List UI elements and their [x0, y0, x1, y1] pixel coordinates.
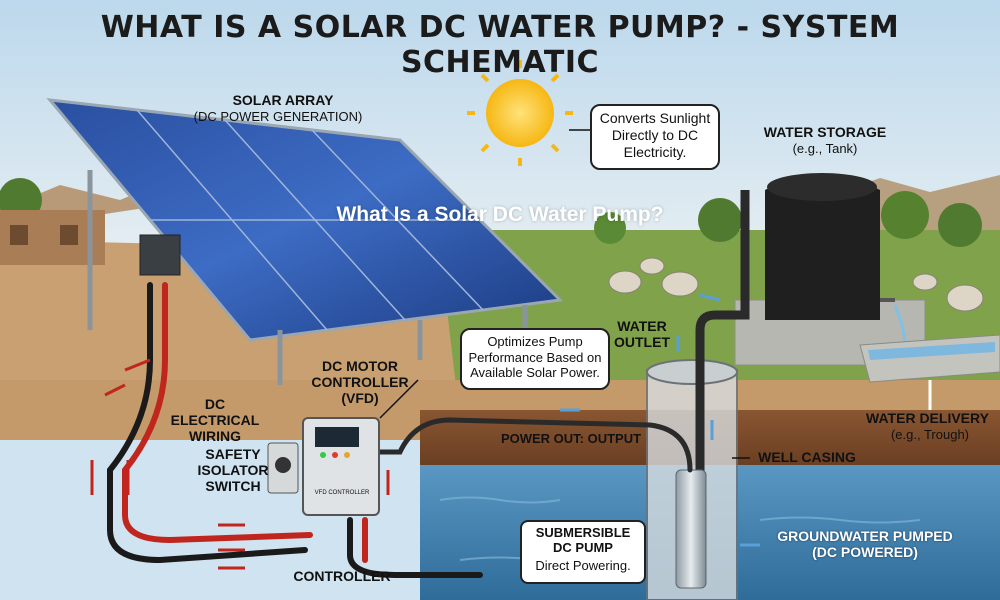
solar-array-label: SOLAR ARRAY: [232, 92, 334, 108]
controller-callout: Optimizes Pump Performance Based on Avai…: [460, 328, 610, 390]
dc-motor-controller-label: DC MOTOR CONTROLLER (VFD): [311, 358, 409, 407]
safety-switch: [267, 442, 299, 494]
safety-switch-label: SAFETY ISOLATOR SWITCH: [197, 446, 269, 495]
overlay-watermark-title: What Is a Solar DC Water Pump?: [336, 203, 664, 226]
sun: [467, 60, 573, 166]
controller-label: CONTROLLER: [293, 568, 391, 584]
solar-array: [46, 98, 564, 385]
solar-array-sublabel: (DC POWER GENERATION): [193, 109, 363, 124]
pump-callout-title: SUBMERSIBLE DC PUMP: [535, 525, 631, 555]
dc-wiring-label: DC ELECTRICAL WIRING: [170, 396, 260, 445]
water-storage-sublabel: (e.g., Tank): [792, 141, 858, 156]
junction-box: [139, 234, 181, 276]
flow-arrows: [90, 293, 932, 570]
water-delivery-sublabel: (e.g., Trough): [890, 427, 970, 442]
sheep: [608, 257, 984, 312]
sun-callout: Converts Sunlight Directly to DC Electri…: [590, 104, 720, 170]
pump-callout-sub: Direct Powering.: [535, 557, 631, 573]
controller-device: [302, 417, 380, 516]
well-casing-label: WELL CASING: [758, 449, 856, 465]
power-out-label: POWER OUT: OUTPUT: [500, 431, 642, 446]
controller-device-text: VFD CONTROLLER: [314, 490, 370, 496]
groundwater-label: GROUNDWATER PUMPED (DC POWERED): [777, 528, 953, 561]
diagram-title: WHAT IS A SOLAR DC WATER PUMP? - SYSTEM …: [100, 10, 900, 80]
pump-callout: SUBMERSIBLE DC PUMP Direct Powering.: [520, 520, 646, 584]
water-outlet-label: WATER OUTLET: [614, 318, 670, 351]
water-storage-label: WATER STORAGE: [763, 124, 887, 140]
delivery-pipe: [695, 190, 750, 560]
water-delivery-label: WATER DELIVERY: [866, 410, 989, 426]
submersible-pump: [675, 469, 707, 589]
leader-lines: [379, 129, 750, 459]
